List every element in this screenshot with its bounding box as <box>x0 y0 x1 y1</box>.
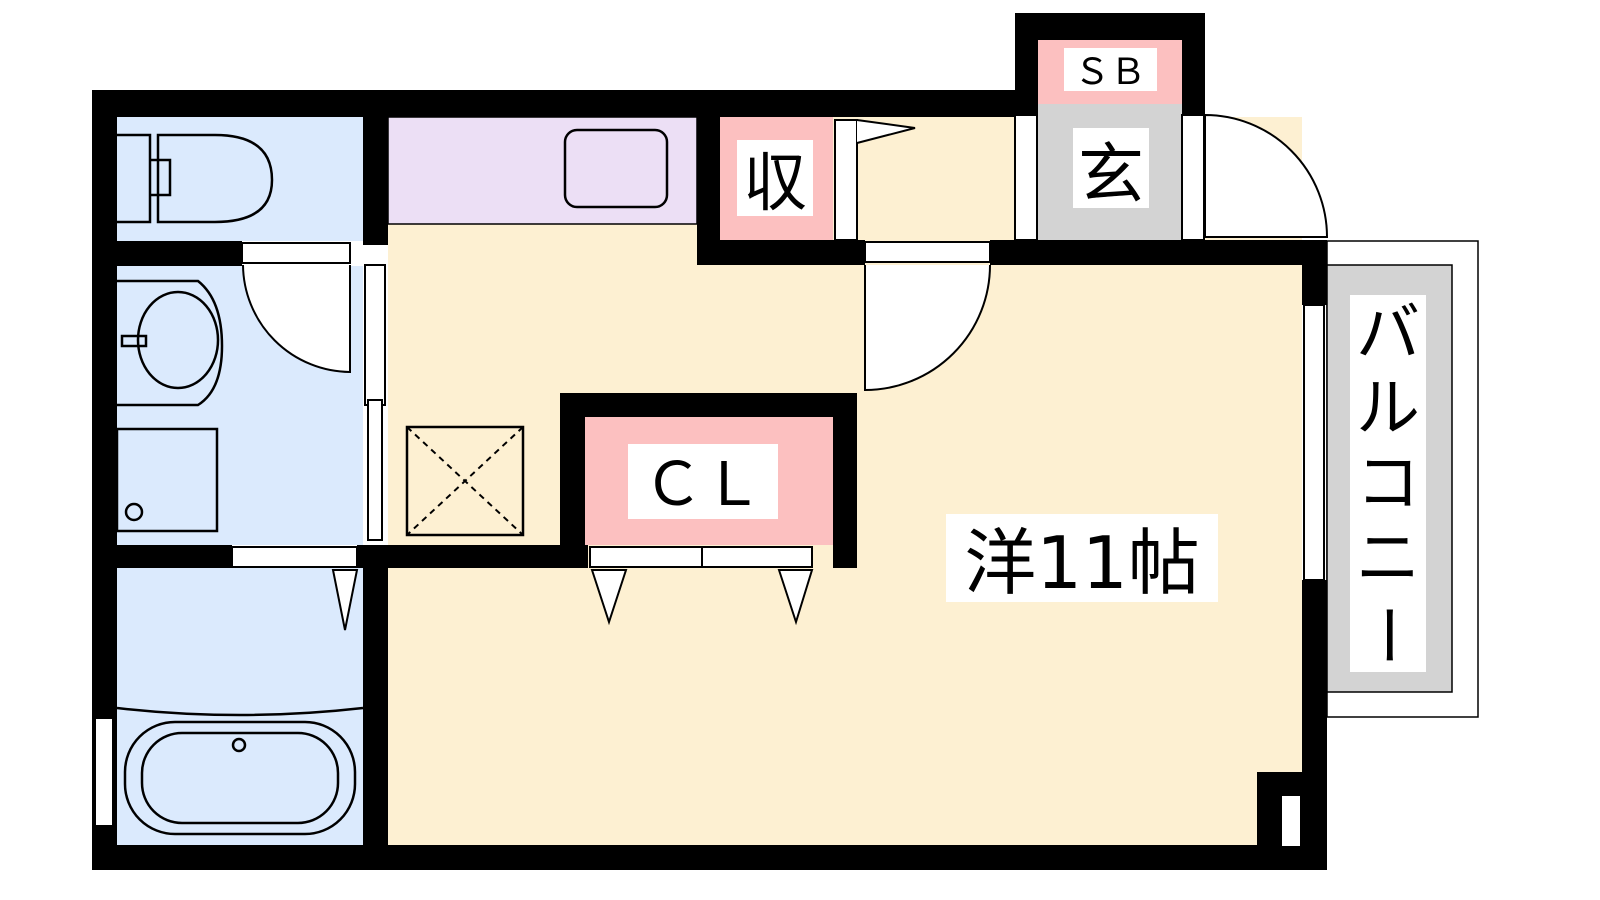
toilet-room <box>117 117 363 241</box>
drain-icon <box>124 502 144 522</box>
refrigerator-space-icon <box>405 425 525 537</box>
balcony-label-5: ー <box>1349 603 1423 667</box>
bath-edge <box>116 706 364 717</box>
stove-icon <box>563 128 669 209</box>
entrance-label: 玄 <box>1078 136 1144 213</box>
faucet-icon <box>120 334 148 348</box>
balcony-label-2: ル <box>1356 372 1420 446</box>
walls <box>92 13 1327 870</box>
toilet-icon <box>117 133 274 224</box>
bathroom <box>117 568 363 845</box>
doors[interactable] <box>94 113 1329 827</box>
balcony-label-3: コ <box>1356 447 1420 521</box>
closet-label: ＣＬ <box>643 450 763 520</box>
storage-label: 収 <box>743 147 807 221</box>
washing-machine-icon <box>115 427 219 533</box>
bath-drain-icon <box>231 737 247 753</box>
sink-bowl-icon <box>136 290 220 390</box>
balcony-label-1: バ <box>1356 297 1420 371</box>
bathtub-inner-icon <box>140 731 340 825</box>
balcony-label-4: ニ <box>1356 522 1420 596</box>
bathtub-icon <box>123 720 357 836</box>
window <box>1282 796 1300 846</box>
shoe-box-label: ＳＢ <box>1074 52 1146 93</box>
main-room-label: 洋11帖 <box>964 521 1200 605</box>
sink-icon <box>117 279 224 407</box>
